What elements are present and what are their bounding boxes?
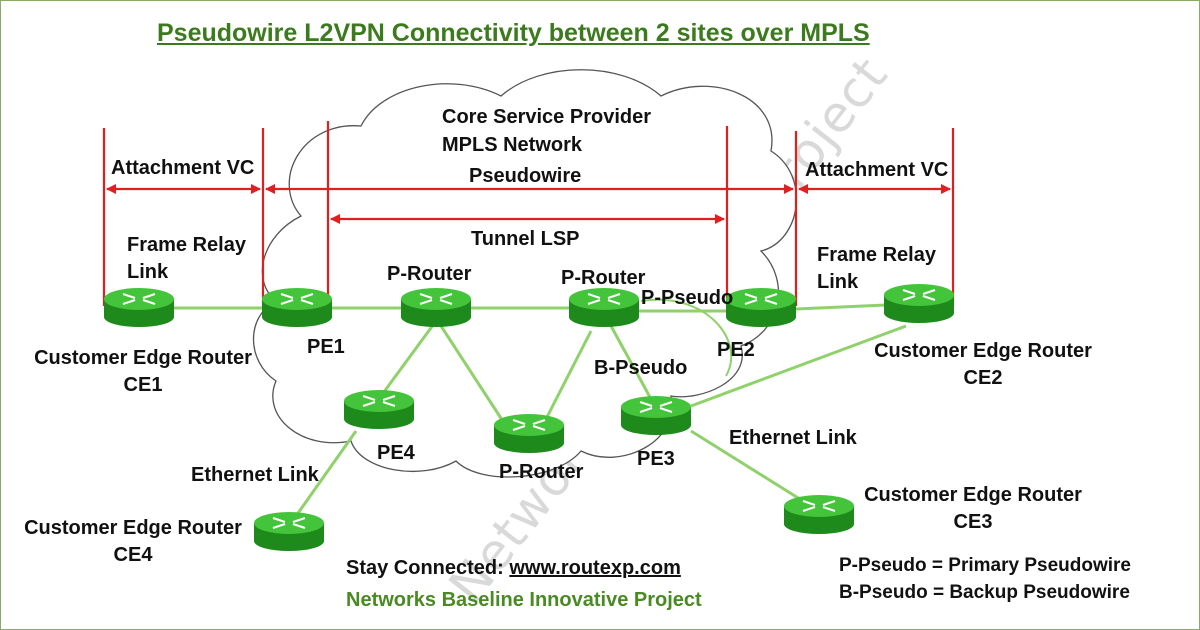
router-pe2: [725, 287, 797, 328]
legend-backup: B-Pseudo = Backup Pseudowire: [839, 582, 1130, 603]
pe3-label: PE3: [637, 448, 675, 470]
ce2-label-line2: CE2: [963, 367, 1003, 389]
ethernet-left-label: Ethernet Link: [191, 464, 319, 486]
footer-prefix: Stay Connected:: [346, 557, 510, 579]
tunnel-lsp-label: Tunnel LSP: [471, 228, 580, 250]
ce3-label-line1: Customer Edge Router: [864, 484, 1082, 506]
pe1-label: PE1: [307, 336, 345, 358]
router-ce1: [103, 287, 175, 328]
footer-website-link[interactable]: www.routexp.com: [509, 557, 681, 579]
router-p-router-1: [400, 287, 472, 328]
router-ce4: [253, 511, 325, 552]
pe2-label: PE2: [717, 339, 755, 361]
frame-relay-right-label-line1: Frame Relay: [817, 244, 936, 266]
pe4-label: PE4: [377, 442, 415, 464]
legend-primary: P-Pseudo = Primary Pseudowire: [839, 555, 1131, 576]
router-p-router-2: [568, 287, 640, 328]
p-router-1-label: P-Router: [387, 263, 472, 285]
ce4-label-line1: Customer Edge Router: [24, 517, 242, 539]
ce4-label-line2: CE4: [113, 544, 153, 566]
router-pe4: [343, 389, 415, 430]
p-pseudo-label: P-Pseudo: [641, 287, 734, 309]
footer-stay-connected: Stay Connected: www.routexp.com: [346, 556, 681, 580]
frame-relay-right-label-line2: Link: [817, 271, 859, 293]
p-router-2-label: P-Router: [561, 267, 646, 289]
ce3-label-line2: CE3: [953, 511, 993, 533]
ethernet-right-label: Ethernet Link: [729, 427, 857, 449]
router-ce3: [783, 494, 855, 535]
pseudowire-label: Pseudowire: [469, 165, 582, 187]
attachment-vc-left-label: Attachment VC: [111, 157, 255, 179]
ce1-label-line1: Customer Edge Router: [34, 347, 252, 369]
page-title: Pseudowire L2VPN Connectivity between 2 …: [157, 19, 870, 47]
span-boundaries: [102, 121, 955, 306]
router-pe1: [261, 287, 333, 328]
router-p-router-3: [493, 413, 565, 454]
p-router-3-label: P-Router: [499, 461, 584, 483]
mpls-cloud: [253, 69, 798, 478]
attachment-vc-right-label: Attachment VC: [805, 159, 949, 181]
router-ce2: [883, 283, 955, 324]
cloud-label-line1: Core Service Provider: [442, 106, 651, 128]
frame-relay-left-label-line1: Frame Relay: [127, 234, 246, 256]
ce1-label-line2: CE1: [123, 374, 163, 396]
ce2-label-line1: Customer Edge Router: [874, 340, 1092, 362]
router-pe3: [620, 395, 692, 436]
frame-relay-left-label-line2: Link: [127, 261, 169, 283]
cloud-label-line2: MPLS Network: [442, 134, 583, 156]
footer-project-name: Networks Baseline Innovative Project: [346, 589, 702, 611]
b-pseudo-label: B-Pseudo: [594, 357, 688, 379]
